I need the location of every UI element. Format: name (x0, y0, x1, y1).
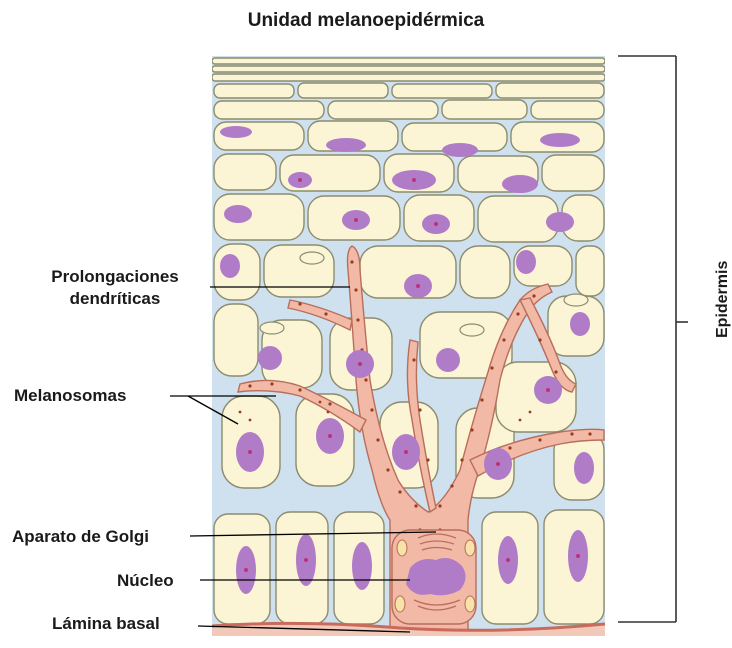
stratum-corneum (212, 58, 605, 81)
epidermis-bracket (618, 56, 688, 622)
epidermis-tissue (212, 56, 605, 648)
melanocyte-body (392, 530, 476, 624)
label-aparato-golgi: Aparato de Golgi (12, 526, 149, 548)
stratum-granulosum (214, 83, 604, 119)
label-lamina-basal: Lámina basal (52, 613, 160, 635)
label-prolongaciones-dendriticas: Prolongaciones dendríticas (20, 266, 210, 310)
diagram-title: Unidad melanoepidérmica (0, 10, 732, 32)
label-prolongaciones-line2: dendríticas (20, 288, 210, 310)
label-epidermis: Epidermis (712, 261, 732, 338)
label-melanosomas: Melanosomas (14, 385, 126, 407)
label-prolongaciones-line1: Prolongaciones (20, 266, 210, 288)
label-nucleo: Núcleo (117, 570, 174, 592)
